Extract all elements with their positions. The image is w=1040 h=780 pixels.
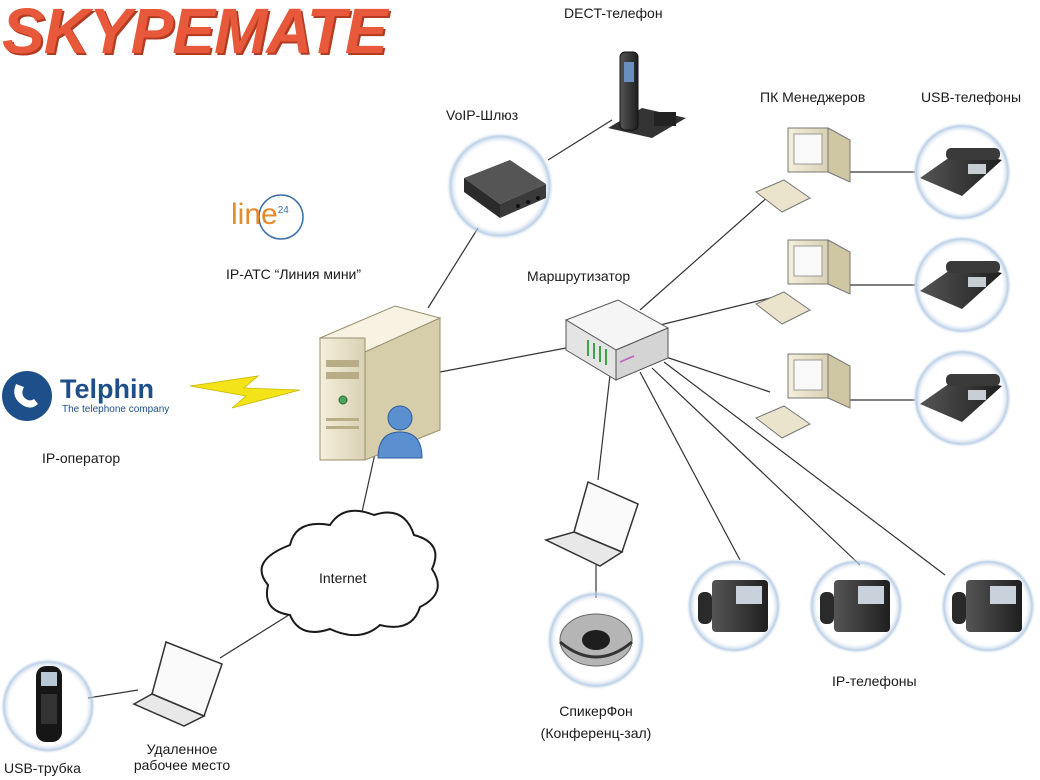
link-pbx-gateway xyxy=(427,227,479,309)
user-avatar-icon xyxy=(377,405,423,459)
link-router-laptop xyxy=(597,374,611,481)
telphin-logo-icon xyxy=(2,371,52,421)
router-icon xyxy=(564,299,670,381)
ip-phone-3-icon xyxy=(940,558,1036,654)
speakerphone-icon xyxy=(546,590,646,690)
line24-logo-word: line xyxy=(231,198,278,231)
internet-cloud-icon xyxy=(260,509,439,636)
usb-phone-1-icon xyxy=(912,122,1012,222)
link-router-pc2 xyxy=(659,297,771,326)
usb-phone-2-icon xyxy=(912,235,1012,335)
telphin-logo-text: Telphin xyxy=(60,374,154,404)
link-remote-handset xyxy=(87,689,139,699)
speakerphone-line2: (Конференц-зал) xyxy=(540,725,652,741)
pbx-label: IP-АТС “Линия мини” xyxy=(226,266,362,282)
managers-pc-label: ПК Менеджеров xyxy=(760,89,866,105)
usb-handset-icon xyxy=(0,658,96,754)
link-gateway-dect xyxy=(547,119,613,161)
link-router-ipphone3 xyxy=(663,361,946,576)
line24-logo: line24 xyxy=(231,198,289,232)
line24-logo-sup: 24 xyxy=(277,205,289,216)
usb-phones-label: USB-телефоны xyxy=(921,89,1022,105)
link-router-pc3 xyxy=(659,354,771,393)
link-router-ipphone2 xyxy=(651,367,861,566)
usb-handset-label: USB-трубка xyxy=(4,760,81,776)
manager-pc-2-icon xyxy=(755,239,851,325)
usb-phone-3-icon xyxy=(912,348,1012,448)
telphin-tagline: The telephone company xyxy=(62,404,170,415)
dect-phone-icon xyxy=(608,51,686,138)
link-pbx-router xyxy=(439,347,567,373)
ip-phone-1-icon xyxy=(686,558,782,654)
skypemate-logo: SKYPEMATE xyxy=(2,0,388,67)
ip-operator-label: IP-оператор xyxy=(42,450,121,466)
ip-phone-2-icon xyxy=(808,558,904,654)
link-internet-remote xyxy=(219,607,301,659)
remote-laptop-icon xyxy=(132,640,223,727)
conference-laptop-icon xyxy=(543,480,639,567)
router-label: Маршрутизатор xyxy=(527,268,631,284)
internet-label: Internet xyxy=(319,570,367,586)
speakerphone-label: СпикерФон (Конференц-зал) xyxy=(526,703,666,741)
dect-phone-label: DECT-телефон xyxy=(564,5,663,21)
manager-pc-3-icon xyxy=(755,353,851,439)
line24-logo-ring-icon xyxy=(258,194,304,240)
link-router-pc1 xyxy=(639,194,771,311)
manager-pc-1-icon xyxy=(755,127,851,213)
server-icon xyxy=(318,305,442,461)
voip-gateway-label: VoIP-Шлюз xyxy=(446,107,519,123)
voip-gateway-icon xyxy=(446,132,554,240)
remote-workplace-label: Удаленное рабочее место xyxy=(126,741,238,773)
link-router-ipphone1 xyxy=(639,371,741,561)
remote-workplace-line2: рабочее место xyxy=(133,757,231,773)
speakerphone-line1: СпикерФон xyxy=(559,703,633,719)
ip-phones-label: IP-телефоны xyxy=(832,673,917,689)
remote-workplace-line1: Удаленное xyxy=(146,741,218,757)
lightning-bolt-icon xyxy=(189,375,301,409)
